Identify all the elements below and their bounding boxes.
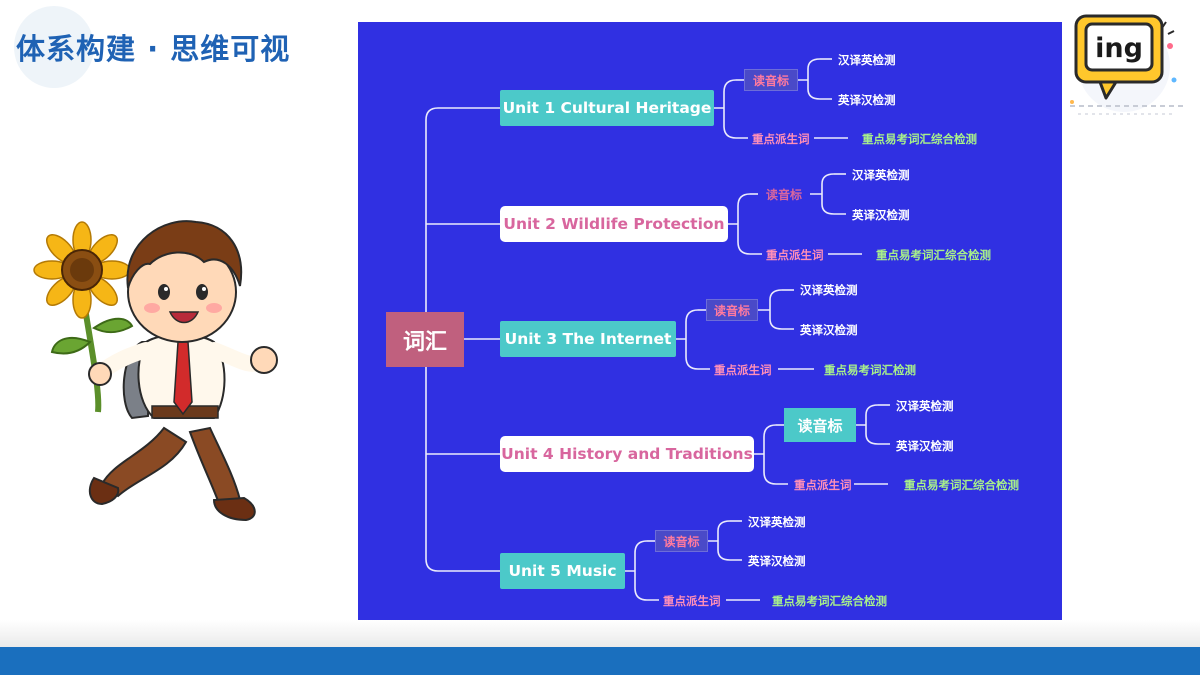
unit-5-derived-words: 重点派生词 (663, 594, 721, 608)
unit-3-chinese-to-english-test: 汉译英检测 (800, 283, 858, 297)
unit-4-derived-words: 重点派生词 (794, 478, 852, 492)
unit-5-chinese-to-english-test: 汉译英检测 (748, 515, 806, 529)
unit-3-english-to-chinese-test: 英译汉检测 (800, 323, 858, 337)
unit-3-derived-words: 重点派生词 (714, 363, 772, 377)
ing-badge: ing (1066, 6, 1188, 122)
student-illustration (14, 192, 336, 532)
unit-3-phonetic-node: 读音标 (706, 299, 758, 321)
unit-1-chinese-to-english-test: 汉译英检测 (838, 53, 896, 67)
unit-3-key-vocabulary-test: 重点易考词汇检测 (824, 363, 916, 377)
unit-5-key-vocabulary-test: 重点易考词汇综合检测 (772, 594, 887, 608)
unit-1-derived-words: 重点派生词 (752, 132, 810, 146)
unit-1-english-to-chinese-test: 英译汉检测 (838, 93, 896, 107)
unit-2-phonetic-node: 读音标 (765, 187, 802, 202)
title-decoration (14, 6, 94, 88)
badge-text: ing (1095, 33, 1143, 64)
unit-4-phonetic-node: 读音标 (784, 408, 856, 442)
unit-5-phonetic-node: 读音标 (655, 530, 708, 552)
unit-2-chinese-to-english-test: 汉译英检测 (852, 168, 910, 182)
root-node-vocabulary: 词汇 (386, 312, 464, 367)
unit-2-key-vocabulary-test: 重点易考词汇综合检测 (876, 248, 991, 262)
footer-fade (0, 620, 1200, 647)
unit-4-key-vocabulary-test: 重点易考词汇综合检测 (904, 478, 1019, 492)
unit-4-chinese-to-english-test: 汉译英检测 (896, 399, 954, 413)
unit-2-derived-words: 重点派生词 (766, 248, 824, 262)
footer-bar (0, 647, 1200, 675)
unit-1-key-vocabulary-test: 重点易考词汇综合检测 (862, 132, 977, 146)
unit-node-2: Unit 2 Wildlife Protection (500, 206, 728, 242)
unit-node-4: Unit 4 History and Traditions (500, 436, 754, 472)
unit-node-1: Unit 1 Cultural Heritage (500, 90, 714, 126)
unit-1-phonetic-node: 读音标 (744, 69, 798, 91)
unit-node-3: Unit 3 The Internet (500, 321, 676, 357)
unit-2-english-to-chinese-test: 英译汉检测 (852, 208, 910, 222)
vocabulary-mindmap: 词汇 Unit 1 Cultural Heritage 读音标 汉译英检测 英译… (358, 22, 1062, 637)
page-title: 体系构建 · 思维可视 (16, 32, 291, 66)
unit-5-english-to-chinese-test: 英译汉检测 (748, 554, 806, 568)
unit-node-5: Unit 5 Music (500, 553, 625, 589)
unit-4-english-to-chinese-test: 英译汉检测 (896, 439, 954, 453)
